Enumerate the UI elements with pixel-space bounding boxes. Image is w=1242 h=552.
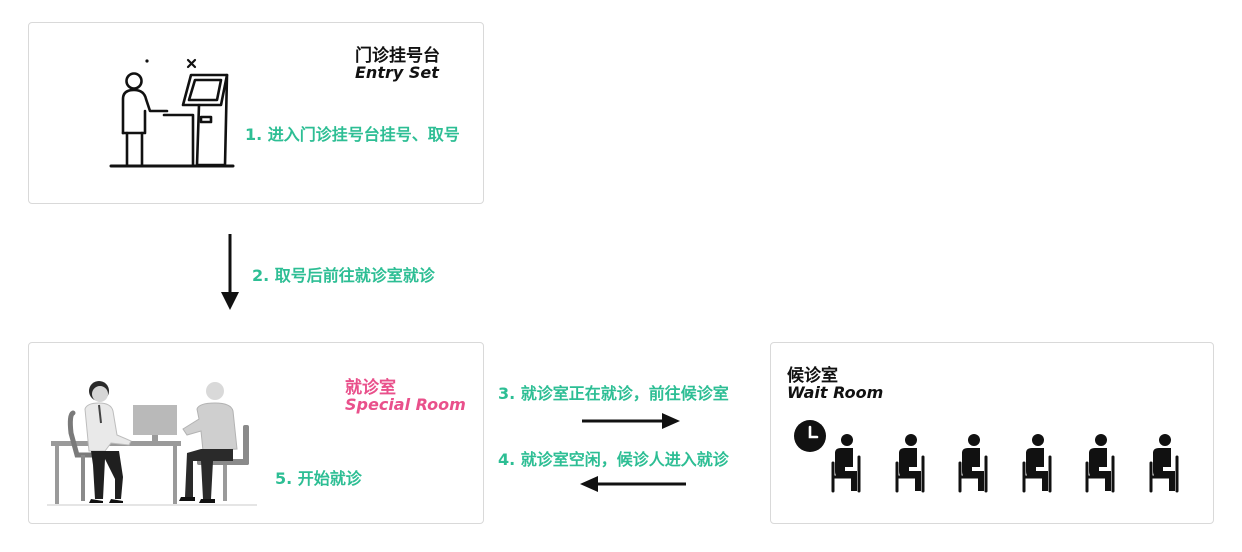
seated-person-icon bbox=[1022, 434, 1051, 493]
special-room-box: 就诊室 Special Room 5. 开始就诊 bbox=[28, 342, 484, 524]
entry-set-box: 门诊挂号台 Entry Set 1. 进入门诊挂号台挂号、取号 bbox=[28, 22, 484, 204]
seated-people-row bbox=[827, 433, 1187, 493]
special-room-title-zh: 就诊室 bbox=[345, 378, 396, 398]
wait-room-title-en: Wait Room bbox=[787, 383, 884, 402]
step-2-label: 2. 取号后前往就诊室就诊 bbox=[252, 266, 435, 285]
step-1-label: 1. 进入门诊挂号台挂号、取号 bbox=[245, 125, 460, 144]
wait-room-title-zh: 候诊室 bbox=[787, 366, 838, 386]
doctor-patient-icon bbox=[47, 381, 257, 506]
entry-title-zh: 门诊挂号台 bbox=[355, 46, 440, 66]
entry-title-en: Entry Set bbox=[355, 63, 439, 82]
seated-person-icon bbox=[1085, 434, 1115, 493]
seated-person-icon bbox=[958, 434, 988, 493]
step-3-label: 3. 就诊室正在就诊，前往候诊室 bbox=[498, 384, 729, 403]
special-room-title-en: Special Room bbox=[345, 395, 466, 414]
seated-person-icon bbox=[831, 434, 861, 493]
wait-room-box: 候诊室 Wait Room bbox=[770, 342, 1214, 524]
left-arrow bbox=[580, 476, 686, 492]
step-5-label: 5. 开始就诊 bbox=[275, 469, 362, 488]
seated-person-icon bbox=[1149, 434, 1178, 493]
seated-person-icon bbox=[895, 434, 924, 493]
step-4-label: 4. 就诊室空闲，候诊人进入就诊 bbox=[498, 450, 729, 469]
down-arrow bbox=[221, 234, 239, 310]
kiosk-person-icon bbox=[109, 58, 235, 168]
right-arrow bbox=[582, 413, 680, 429]
clock-icon bbox=[794, 420, 826, 452]
